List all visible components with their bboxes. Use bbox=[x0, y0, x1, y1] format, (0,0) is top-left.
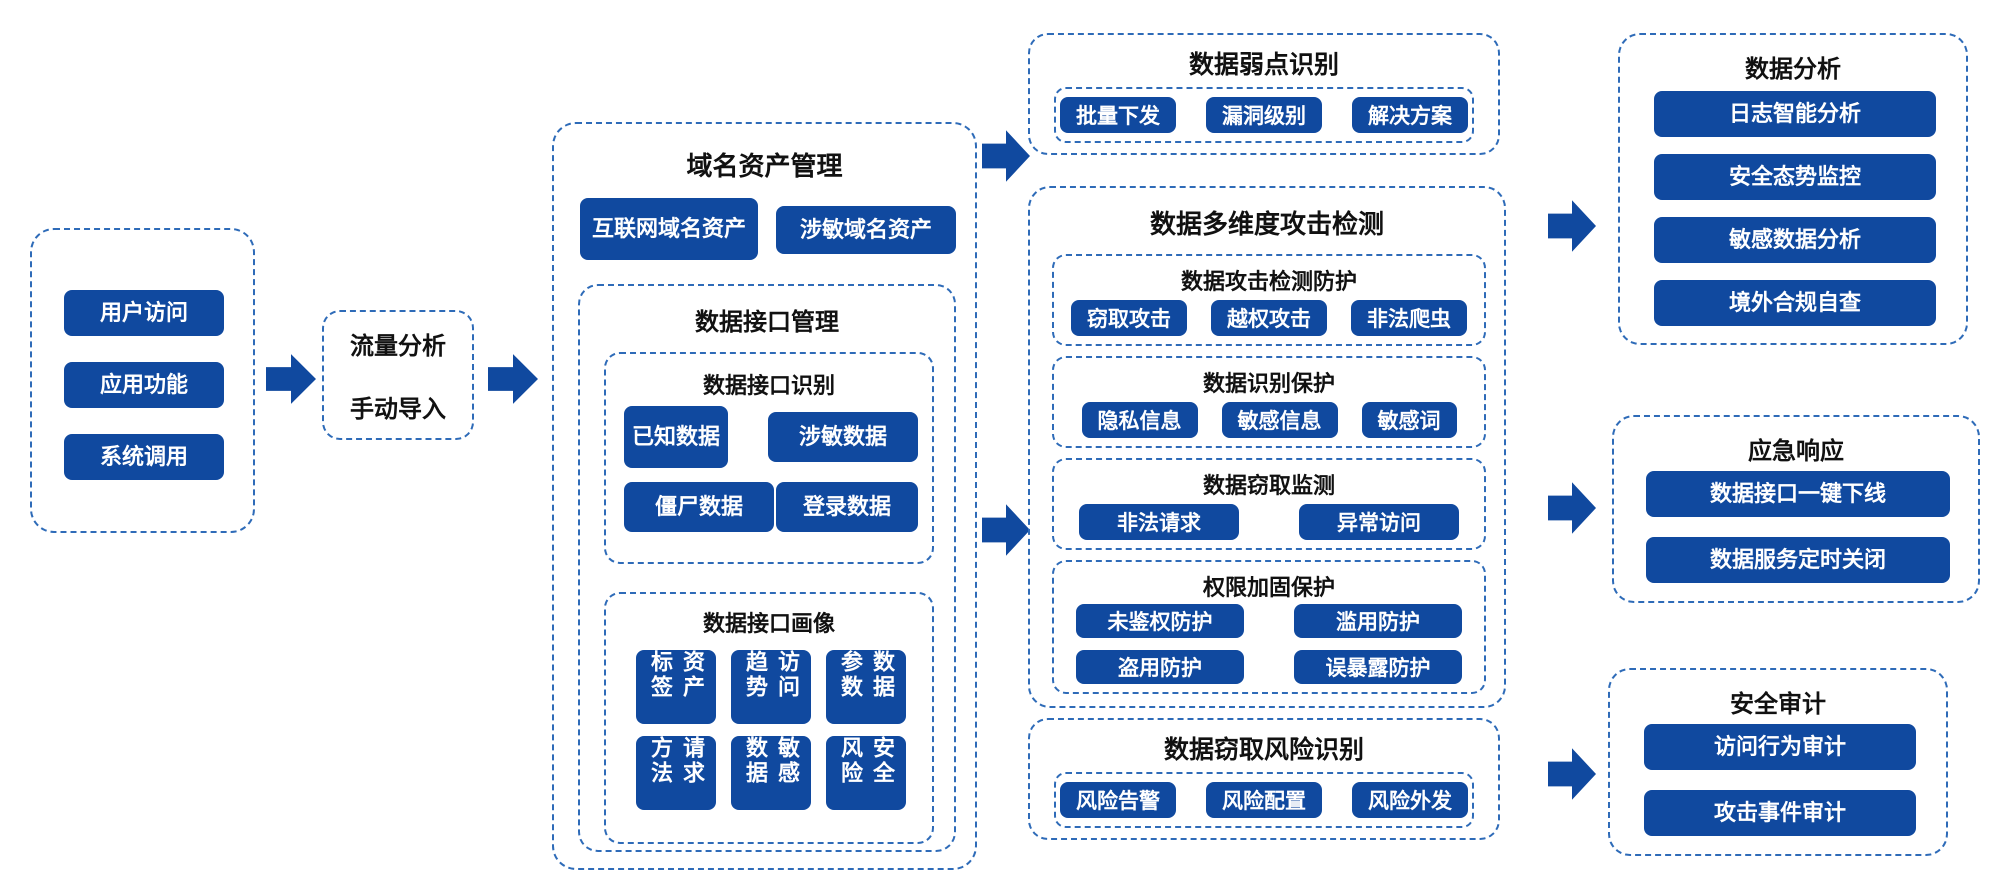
group-title-response: 应急响应 bbox=[1748, 438, 1844, 465]
node-access-trend: 访问趋势 bbox=[731, 650, 811, 724]
node-sensitive-analysis: 敏感数据分析 bbox=[1654, 217, 1936, 263]
node-risk-outbound: 风险外发 bbox=[1352, 782, 1468, 818]
node-sensitive-data: 涉敏数据 bbox=[768, 412, 918, 462]
ingest-line-traffic: 流量分析 bbox=[350, 333, 446, 360]
group-title-interface-mgmt: 数据接口管理 bbox=[695, 309, 839, 336]
node-security-posture: 安全态势监控 bbox=[1654, 154, 1936, 200]
node-service-shutdown: 数据服务定时关闭 bbox=[1646, 537, 1950, 583]
node-solution: 解决方案 bbox=[1352, 97, 1468, 133]
theft-risk-items-row: 风险告警 风险配置 风险外发 bbox=[1054, 772, 1474, 828]
node-security-risk: 安全风险 bbox=[826, 736, 906, 810]
node-unauth-protect: 未鉴权防护 bbox=[1076, 604, 1244, 638]
identify-protect-subgroup: 数据识别保护 隐私信息 敏感信息 敏感词 bbox=[1052, 356, 1486, 448]
node-attack-audit: 攻击事件审计 bbox=[1644, 790, 1916, 836]
node-overseas-compliance: 境外合规自查 bbox=[1654, 280, 1936, 326]
node-sensitive-word: 敏感词 bbox=[1361, 402, 1457, 438]
node-batch-dispatch: 批量下发 bbox=[1060, 97, 1176, 133]
node-known-data: 已知数据 bbox=[624, 406, 728, 468]
node-privacy-info: 隐私信息 bbox=[1081, 402, 1198, 438]
node-request-method: 请求方法 bbox=[636, 736, 716, 810]
group-title-theft-risk: 数据窃取风险识别 bbox=[1163, 736, 1364, 764]
ingest-line-manual: 手动导入 bbox=[350, 396, 446, 423]
input-sources-panel: 用户访问 应用功能 系统调用 bbox=[30, 228, 255, 533]
node-app-function: 应用功能 bbox=[64, 362, 224, 408]
node-sensitive-info: 敏感信息 bbox=[1221, 402, 1338, 438]
node-log-analysis: 日志智能分析 bbox=[1654, 91, 1936, 137]
node-zombie-data: 僵尸数据 bbox=[624, 482, 774, 532]
security-audit-group: 安全审计 访问行为审计 攻击事件审计 bbox=[1608, 668, 1948, 856]
subgroup-items-row: 盗用防护 误暴露防护 bbox=[1054, 650, 1484, 684]
group-title-domain-mgmt: 域名资产管理 bbox=[686, 151, 843, 181]
node-privilege-attack: 越权攻击 bbox=[1211, 300, 1327, 336]
node-data-param: 数据参数 bbox=[826, 650, 906, 724]
subgroup-title: 数据窃取监测 bbox=[1202, 473, 1335, 498]
group-title-interface-identify: 数据接口识别 bbox=[702, 373, 835, 398]
theft-risk-group: 数据窃取风险识别 风险告警 风险配置 风险外发 bbox=[1028, 718, 1500, 840]
node-illegal-crawler: 非法爬虫 bbox=[1351, 300, 1467, 336]
node-login-data: 登录数据 bbox=[776, 482, 918, 532]
attack-protect-subgroup: 数据攻击检测防护 窃取攻击 越权攻击 非法爬虫 bbox=[1052, 254, 1486, 346]
node-misuse-protect: 盗用防护 bbox=[1076, 650, 1244, 684]
node-access-audit: 访问行为审计 bbox=[1644, 724, 1916, 770]
flow-arrow-icon bbox=[266, 354, 316, 404]
data-weakness-group: 数据弱点识别 批量下发 漏洞级别 解决方案 bbox=[1028, 33, 1500, 155]
data-interface-mgmt-group: 数据接口管理 数据接口识别 已知数据 涉敏数据 僵尸数据 登录数据 数据接口画像… bbox=[578, 284, 956, 852]
subgroup-title: 权限加固保护 bbox=[1202, 575, 1335, 600]
node-asset-tag: 资产标签 bbox=[636, 650, 716, 724]
weakness-items-row: 批量下发 漏洞级别 解决方案 bbox=[1054, 87, 1474, 143]
node-abnormal-access: 异常访问 bbox=[1299, 504, 1459, 540]
group-title-attack-detection: 数据多维度攻击检测 bbox=[1149, 209, 1384, 239]
group-title-weakness: 数据弱点识别 bbox=[1188, 51, 1339, 79]
flow-arrow-icon bbox=[1548, 482, 1596, 534]
node-vuln-level: 漏洞级别 bbox=[1206, 97, 1322, 133]
subgroup-title: 数据识别保护 bbox=[1202, 371, 1335, 396]
traffic-ingest-box: 流量分析 手动导入 bbox=[322, 310, 474, 440]
subgroup-items-row: 非法请求 异常访问 bbox=[1054, 504, 1484, 540]
permission-harden-subgroup: 权限加固保护 未鉴权防护 滥用防护 盗用防护 误暴露防护 bbox=[1052, 560, 1486, 694]
node-illegal-request: 非法请求 bbox=[1079, 504, 1239, 540]
interface-identify-group: 数据接口识别 已知数据 涉敏数据 僵尸数据 登录数据 bbox=[604, 352, 934, 564]
node-sensitive-domain-asset: 涉敏域名资产 bbox=[776, 206, 956, 254]
subgroup-items-row: 未鉴权防护 滥用防护 bbox=[1054, 604, 1484, 638]
node-theft-attack: 窃取攻击 bbox=[1071, 300, 1187, 336]
domain-asset-mgmt-group: 域名资产管理 互联网域名资产 涉敏域名资产 数据接口管理 数据接口识别 已知数据… bbox=[552, 122, 977, 870]
data-analysis-group: 数据分析 日志智能分析 安全态势监控 敏感数据分析 境外合规自查 bbox=[1618, 33, 1968, 345]
subgroup-title: 数据攻击检测防护 bbox=[1180, 269, 1357, 294]
node-user-access: 用户访问 bbox=[64, 290, 224, 336]
node-system-call: 系统调用 bbox=[64, 434, 224, 480]
node-sensitive-data-profile: 敏感数据 bbox=[731, 736, 811, 810]
attack-detection-group: 数据多维度攻击检测 数据攻击检测防护 窃取攻击 越权攻击 非法爬虫 数据识别保护… bbox=[1028, 186, 1506, 708]
flow-arrow-icon bbox=[488, 354, 538, 404]
node-abuse-protect: 滥用防护 bbox=[1294, 604, 1462, 638]
subgroup-items-row: 窃取攻击 越权攻击 非法爬虫 bbox=[1054, 300, 1484, 336]
group-title-audit: 安全审计 bbox=[1730, 691, 1826, 718]
flow-arrow-icon bbox=[982, 130, 1030, 182]
node-internet-domain-asset: 互联网域名资产 bbox=[580, 198, 758, 260]
node-risk-config: 风险配置 bbox=[1206, 782, 1322, 818]
flow-arrow-icon bbox=[982, 504, 1030, 556]
flow-arrow-icon bbox=[1548, 200, 1596, 252]
theft-monitor-subgroup: 数据窃取监测 非法请求 异常访问 bbox=[1052, 458, 1486, 550]
interface-profile-group: 数据接口画像 资产标签 访问趋势 数据参数 请求方法 敏感数据 安全风险 bbox=[604, 592, 934, 844]
node-exposure-protect: 误暴露防护 bbox=[1294, 650, 1462, 684]
group-title-interface-profile: 数据接口画像 bbox=[702, 611, 835, 636]
flow-arrow-icon bbox=[1548, 748, 1596, 800]
emergency-response-group: 应急响应 数据接口一键下线 数据服务定时关闭 bbox=[1612, 415, 1980, 603]
node-interface-offline: 数据接口一键下线 bbox=[1646, 471, 1950, 517]
group-title-analysis: 数据分析 bbox=[1745, 56, 1841, 83]
subgroup-items-row: 隐私信息 敏感信息 敏感词 bbox=[1054, 402, 1484, 438]
node-risk-alert: 风险告警 bbox=[1060, 782, 1176, 818]
